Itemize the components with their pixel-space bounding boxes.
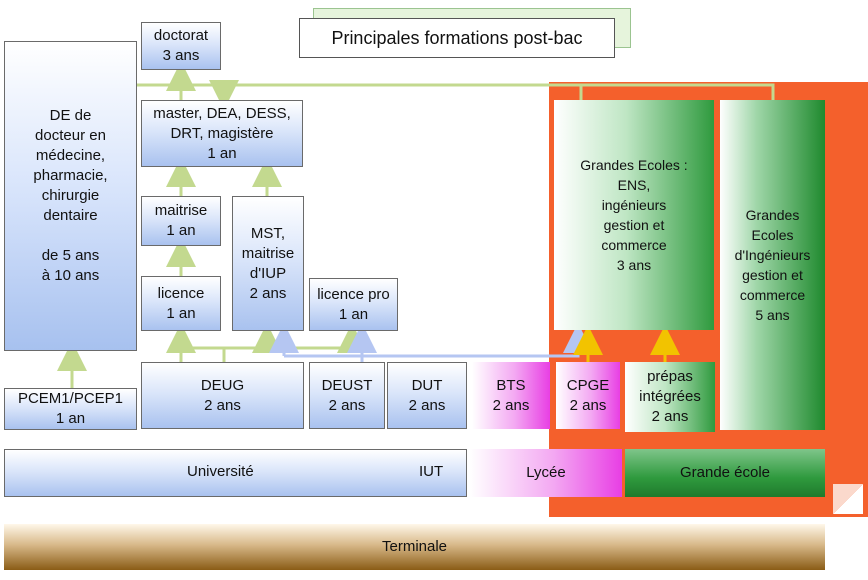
universite-iut-bar: Université IUT [4,449,467,497]
de-docteur-box: DE de docteur en médecine, pharmacie, ch… [4,41,137,351]
iut-label: IUT [419,463,444,480]
prepas-box: prépas intégrées 2 ans [625,362,715,432]
grande-ecole-bar: Grande école [625,449,825,497]
doctorat-box: doctorat 3 ans [141,22,221,70]
pcem-box: PCEM1/PCEP1 1 an [4,388,137,430]
grandes-ecoles-ens-box: Grandes Ecoles : ENS, ingénieurs gestion… [554,100,714,330]
licence-pro-box: licence pro 1 an [309,278,398,331]
connector-top [136,83,775,100]
universite-label: Université [187,463,254,480]
licence-box: licence 1 an [141,276,221,331]
lycee-bar: Lycée [470,449,622,497]
terminale-bar: Terminale [4,524,825,570]
mst-box: MST, maitrise d'IUP 2 ans [232,196,304,331]
cpge-box: CPGE 2 ans [556,362,620,429]
master-box: master, DEA, DESS, DRT, magistère 1 an [141,100,303,167]
deug-box: DEUG 2 ans [141,362,304,429]
maitrise-box: maitrise 1 an [141,196,221,246]
page-title: Principales formations post-bac [299,18,615,58]
deust-box: DEUST 2 ans [309,362,385,429]
bts-box: BTS 2 ans [472,362,550,429]
dut-box: DUT 2 ans [387,362,467,429]
grandes-ecoles-ingenieurs-box: Grandes Ecoles d'Ingénieurs gestion et c… [720,100,825,430]
